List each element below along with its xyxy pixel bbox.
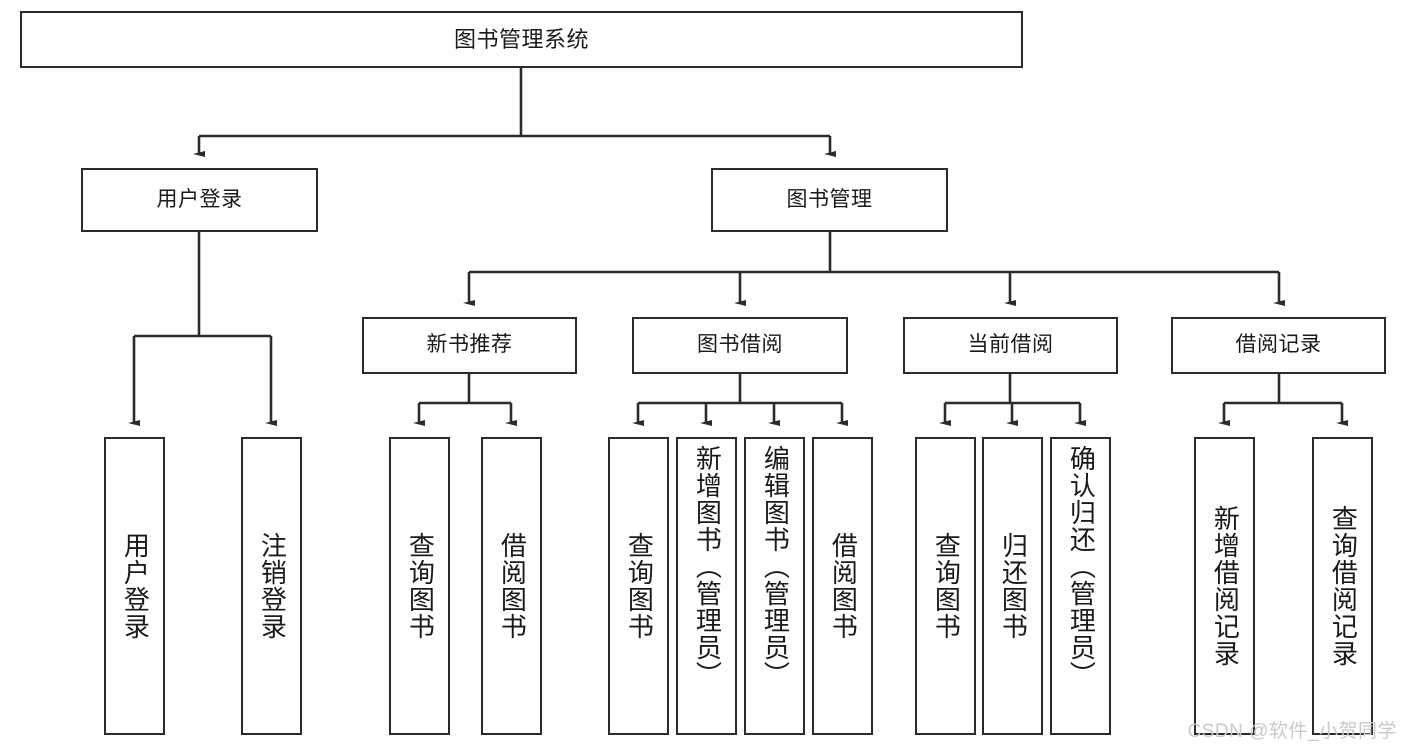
node-current-borrow[interactable]: 当前借阅 xyxy=(903,317,1118,374)
node-leaf-query-book-3[interactable]: 查询图书 xyxy=(915,437,976,735)
node-leaf-query-book-1[interactable]: 查询图书 xyxy=(389,437,450,735)
node-leaf-borrow-book-1[interactable]: 借阅图书 xyxy=(481,437,542,735)
node-leaf-logout-label: 注销登录 xyxy=(257,532,288,640)
node-leaf-logout[interactable]: 注销登录 xyxy=(241,437,302,735)
node-leaf-borrow-book-2-label: 借阅图书 xyxy=(828,532,859,640)
node-leaf-borrow-book-2[interactable]: 借阅图书 xyxy=(812,437,873,735)
node-book-borrow-label: 图书借阅 xyxy=(697,333,783,357)
node-leaf-user-login-label: 用户登录 xyxy=(120,532,151,640)
node-book-borrow[interactable]: 图书借阅 xyxy=(632,317,848,374)
node-book-manage-label: 图书管理 xyxy=(786,187,873,211)
node-leaf-add-book-label: 新增图书（管理员） xyxy=(692,445,723,688)
node-new-book-rec[interactable]: 新书推荐 xyxy=(362,317,577,374)
node-leaf-query-book-2-label: 查询图书 xyxy=(624,532,655,640)
node-leaf-edit-book-label: 编辑图书（管理员） xyxy=(760,445,791,688)
node-current-borrow-label: 当前借阅 xyxy=(967,333,1054,357)
node-leaf-user-login[interactable]: 用户登录 xyxy=(104,437,165,735)
node-borrow-record[interactable]: 借阅记录 xyxy=(1171,317,1386,374)
node-user-login-label: 用户登录 xyxy=(156,187,243,211)
node-book-manage[interactable]: 图书管理 xyxy=(711,168,948,232)
node-new-book-rec-label: 新书推荐 xyxy=(426,333,513,357)
node-leaf-borrow-book-1-label: 借阅图书 xyxy=(497,532,528,640)
node-user-login[interactable]: 用户登录 xyxy=(81,168,318,232)
node-leaf-add-record[interactable]: 新增借阅记录 xyxy=(1194,437,1255,735)
node-leaf-add-record-label: 新增借阅记录 xyxy=(1210,505,1241,667)
node-root-label: 图书管理系统 xyxy=(453,26,589,52)
node-leaf-return-book[interactable]: 归还图书 xyxy=(982,437,1043,735)
node-leaf-query-book-3-label: 查询图书 xyxy=(931,532,962,640)
watermark: CSDN @软件_小贺同学 xyxy=(1187,721,1397,742)
node-leaf-query-record-label: 查询借阅记录 xyxy=(1328,505,1359,667)
node-leaf-return-book-label: 归还图书 xyxy=(998,532,1029,640)
node-leaf-add-book[interactable]: 新增图书（管理员） xyxy=(676,437,737,735)
node-leaf-query-record[interactable]: 查询借阅记录 xyxy=(1312,437,1373,735)
node-borrow-record-label: 借阅记录 xyxy=(1235,333,1322,357)
node-leaf-query-book-1-label: 查询图书 xyxy=(405,532,436,640)
node-leaf-confirm-return[interactable]: 确认归还（管理员） xyxy=(1050,437,1111,735)
node-leaf-query-book-2[interactable]: 查询图书 xyxy=(608,437,669,735)
node-leaf-edit-book[interactable]: 编辑图书（管理员） xyxy=(744,437,805,735)
node-leaf-confirm-return-label: 确认归还（管理员） xyxy=(1066,445,1097,688)
node-root[interactable]: 图书管理系统 xyxy=(20,11,1023,68)
